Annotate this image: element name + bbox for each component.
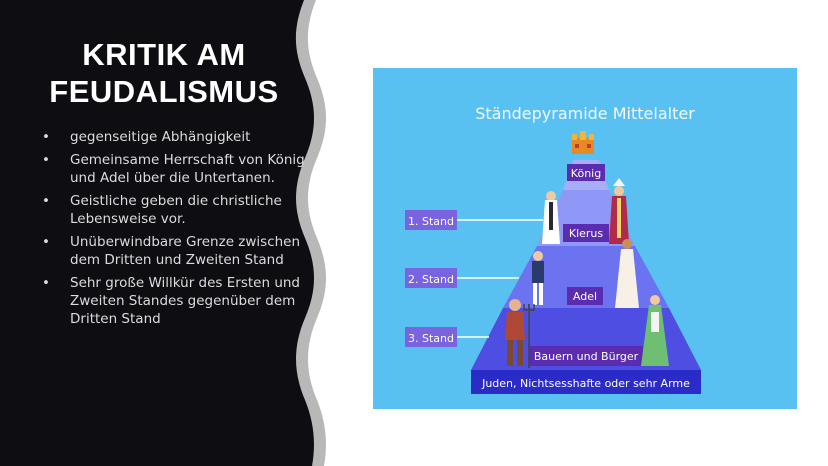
pyramid-title: Ständepyramide Mittelalter	[475, 104, 695, 123]
left-panel: KRITIK AM FEUDALISMUS gegenseitige Abhän…	[0, 0, 345, 466]
noblewoman-figure-icon	[615, 239, 639, 308]
bauern-label: Bauern und Bürger	[534, 350, 639, 363]
bishop-figure-icon	[609, 178, 629, 244]
stand-3-box	[405, 327, 457, 347]
koenig-label-box	[567, 164, 605, 181]
stand-1-box	[405, 210, 457, 230]
title-line-2: FEUDALISMUS	[49, 74, 279, 109]
bullet-list: gegenseitige Abhängigkeit Gemeinsame Her…	[42, 128, 312, 333]
crown-icon	[572, 131, 594, 154]
adel-label-box	[567, 287, 603, 305]
stand-1-label: 1. Stand	[408, 215, 454, 228]
bauern-label-box	[529, 346, 643, 366]
bullet-item: Sehr große Willkür des Ersten und Zweite…	[42, 274, 312, 328]
koenig-label: König	[571, 167, 601, 180]
klerus-label: Klerus	[569, 227, 604, 240]
monk-figure-icon	[542, 191, 560, 244]
peasant-figure-icon	[505, 299, 535, 368]
adel-label: Adel	[573, 290, 597, 303]
bullet-item: Unüberwindbare Grenze zwischen dem Dritt…	[42, 233, 312, 269]
klerus-label-box	[563, 224, 609, 242]
unterschicht-label: Juden, Nichtsesshafte oder sehr Arme	[481, 377, 690, 390]
stand-2-box	[405, 268, 457, 288]
pyramid-illustration: Ständepyramide Mittelalter König Klerus …	[405, 104, 701, 394]
stand-2-label: 2. Stand	[408, 273, 454, 286]
bullet-item: Gemeinsame Herrschaft von König und Adel…	[42, 151, 312, 187]
slide-title: KRITIK AM FEUDALISMUS	[14, 36, 314, 110]
stand-3-label: 3. Stand	[408, 332, 454, 345]
pyramid-image: Ständepyramide Mittelalter König Klerus …	[373, 68, 797, 409]
bullet-item: gegenseitige Abhängigkeit	[42, 128, 312, 146]
bullet-item: Geistliche geben die christliche Lebensw…	[42, 192, 312, 228]
knight-figure-icon	[532, 251, 544, 305]
townswoman-figure-icon	[641, 295, 669, 366]
title-line-1: KRITIK AM	[82, 37, 246, 72]
pyramid-tier-base	[471, 370, 701, 394]
